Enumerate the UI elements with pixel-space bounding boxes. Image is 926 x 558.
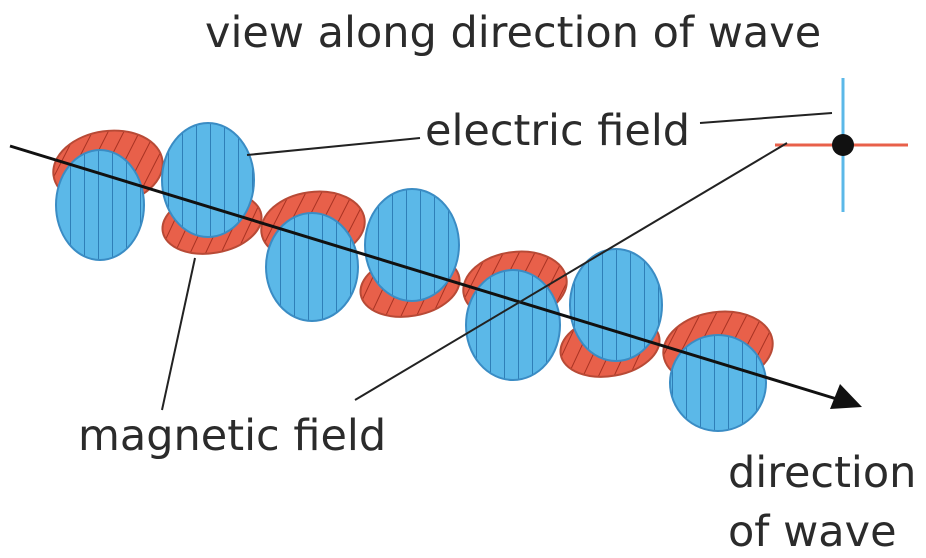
magnetic-field-label: magnetic field	[78, 411, 386, 461]
electric-lobe	[569, 248, 663, 362]
electric-field-lobes	[55, 122, 767, 432]
propagation-axis	[9, 144, 841, 402]
electric-lobe	[669, 334, 767, 432]
electric-field-leader	[246, 137, 421, 156]
electric-field-leader-end	[699, 112, 833, 124]
direction-label-line2: of wave	[728, 507, 897, 557]
end-view-symbol	[775, 78, 908, 212]
end-view-dot	[832, 134, 854, 156]
electric-lobe	[265, 212, 359, 322]
electric-field-label: electric field	[425, 106, 690, 156]
electric-lobe	[364, 188, 460, 302]
electric-lobe	[465, 269, 561, 381]
electric-lobe	[55, 149, 145, 261]
view-along-label: view along direction of wave	[205, 8, 821, 58]
electric-lobe	[161, 122, 255, 238]
direction-label-line1: direction	[728, 448, 916, 498]
magnetic-field-leader-end	[354, 142, 788, 401]
magnetic-field-leader	[161, 257, 196, 411]
direction-arrowhead	[830, 384, 862, 409]
